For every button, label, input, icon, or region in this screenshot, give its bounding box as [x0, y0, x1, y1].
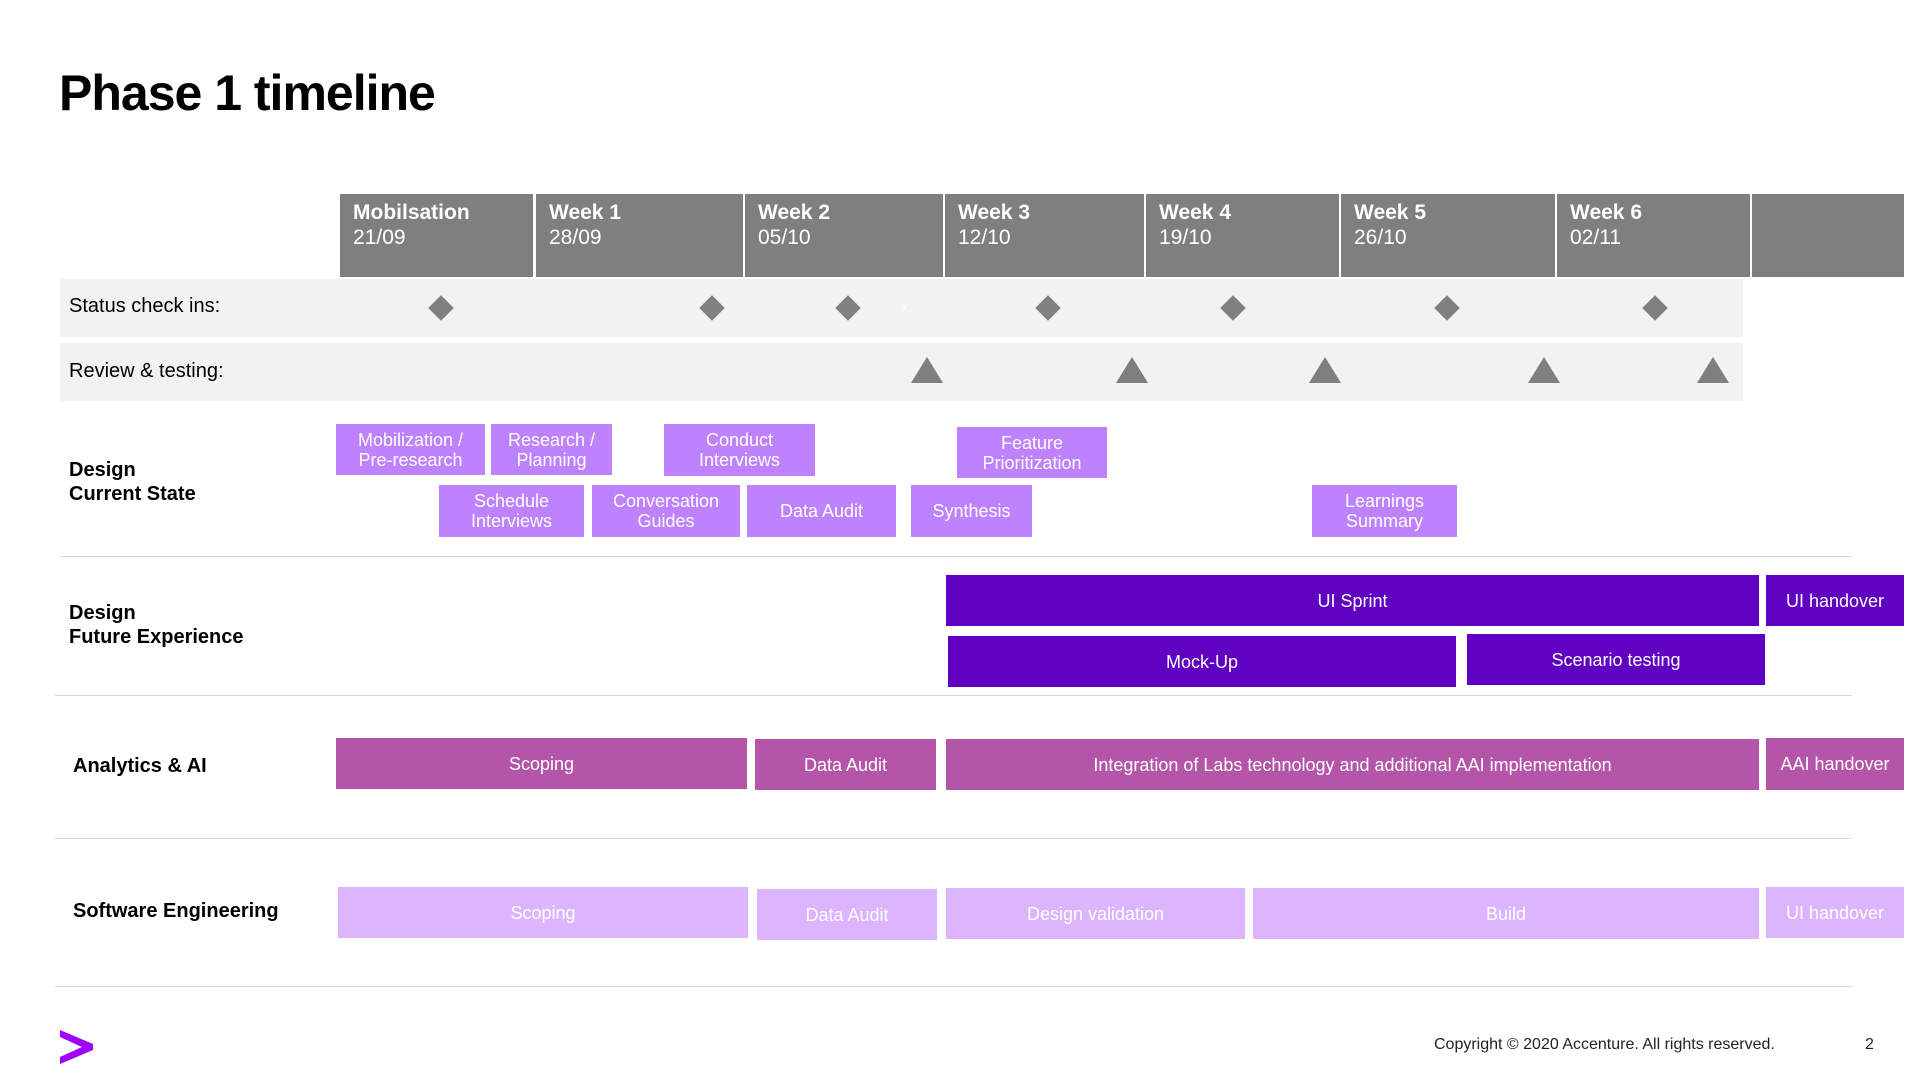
- week-date: 02/11: [1570, 226, 1621, 249]
- section-divider: [60, 556, 1852, 557]
- week-date: 21/09: [353, 226, 406, 249]
- task-mobilization[interactable]: Mobilization / Pre-research: [336, 424, 485, 475]
- task-ui-sprint[interactable]: UI Sprint: [946, 575, 1759, 626]
- task-feature-prioritization[interactable]: Feature Prioritization: [957, 427, 1107, 478]
- week-header-week-3: Week 3 12/10: [945, 194, 1144, 277]
- task-scenario-testing[interactable]: Scenario testing: [1467, 634, 1765, 685]
- task-ui-handover[interactable]: UI handover: [1766, 575, 1904, 626]
- week-date: 28/09: [549, 226, 602, 249]
- review-milestone-icon: [911, 357, 943, 383]
- task-scoping[interactable]: Scoping: [336, 738, 747, 789]
- review-milestone-icon: [1528, 357, 1560, 383]
- section-label-design-future: Design Future Experience: [69, 601, 244, 649]
- task-conduct-interviews[interactable]: Conduct Interviews: [664, 424, 815, 476]
- week-date: 12/10: [958, 226, 1011, 249]
- task-design-validation[interactable]: Design validation: [946, 888, 1245, 939]
- task-learnings-summary[interactable]: Learnings Summary: [1312, 485, 1457, 537]
- review-testing-row: [60, 343, 1743, 401]
- section-label-line: Future Experience: [69, 626, 244, 648]
- week-header-week-1: Week 1 28/09: [536, 194, 743, 277]
- week-name: Week 4: [1159, 201, 1231, 224]
- week-name: Week 5: [1354, 201, 1426, 224]
- page-title: Phase 1 timeline: [59, 65, 436, 121]
- status-check-ins-row: [60, 279, 1743, 337]
- week-name: Week 6: [1570, 201, 1642, 224]
- week-name: Week 2: [758, 201, 830, 224]
- section-label-line: Current State: [69, 483, 196, 505]
- task-scoping[interactable]: Scoping: [338, 887, 748, 938]
- task-data-audit[interactable]: Data Audit: [757, 889, 937, 940]
- task-integration[interactable]: Integration of Labs technology and addit…: [946, 739, 1759, 790]
- review-milestone-icon: [1116, 357, 1148, 383]
- task-aai-handover[interactable]: AAI handover: [1766, 738, 1904, 790]
- task-synthesis[interactable]: Synthesis: [911, 485, 1032, 537]
- section-label-design-current: Design Current State: [69, 458, 196, 506]
- week-date: 26/10: [1354, 226, 1407, 249]
- week-name: Mobilsation: [353, 201, 470, 224]
- section-label-analytics: Analytics & AI: [73, 755, 207, 777]
- review-milestone-icon: [1309, 357, 1341, 383]
- week-header-mobilisation: Mobilsation 21/09: [340, 194, 533, 277]
- task-conversation-guides[interactable]: Conversation Guides: [592, 485, 740, 537]
- week-date: 19/10: [1159, 226, 1212, 249]
- task-mock-up[interactable]: Mock-Up: [948, 636, 1456, 687]
- review-testing-label: Review & testing:: [69, 360, 224, 382]
- page-number: 2: [1865, 1036, 1874, 1053]
- week-date: 05/10: [758, 226, 811, 249]
- week-header-extra: [1752, 194, 1904, 277]
- section-divider: [55, 695, 1852, 696]
- status-check-ins-label: Status check ins:: [69, 295, 221, 317]
- task-data-audit[interactable]: Data Audit: [755, 739, 936, 790]
- copyright-text: Copyright © 2020 Accenture. All rights r…: [1434, 1036, 1775, 1053]
- week-header-week-5: Week 5 26/10: [1341, 194, 1555, 277]
- section-divider: [55, 838, 1852, 839]
- task-schedule-interviews[interactable]: Schedule Interviews: [439, 485, 584, 537]
- status-x-mark: x: [901, 298, 908, 314]
- task-research-planning[interactable]: Research / Planning: [491, 424, 612, 475]
- task-ui-handover[interactable]: UI handover: [1766, 887, 1904, 938]
- section-label-line: Design: [69, 459, 136, 481]
- review-milestone-icon: [1697, 357, 1729, 383]
- section-label-software: Software Engineering: [73, 900, 279, 922]
- accenture-chevron-logo-icon: [60, 1030, 93, 1064]
- section-label-line: Design: [69, 602, 136, 624]
- week-header-week-6: Week 6 02/11: [1557, 194, 1750, 277]
- week-header-week-4: Week 4 19/10: [1146, 194, 1339, 277]
- task-data-audit[interactable]: Data Audit: [747, 485, 896, 537]
- week-name: Week 3: [958, 201, 1030, 224]
- section-divider: [55, 986, 1852, 987]
- week-header-week-2: Week 2 05/10: [745, 194, 943, 277]
- task-build[interactable]: Build: [1253, 888, 1759, 939]
- week-name: Week 1: [549, 201, 621, 224]
